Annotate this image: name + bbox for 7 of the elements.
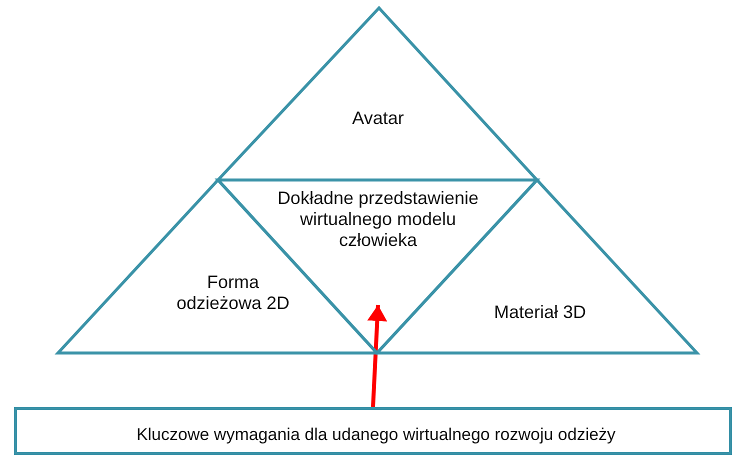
requirements-text: Kluczowe wymagania dla udanego wirtualnego rozwoju odzieży <box>135 424 617 445</box>
arrow <box>367 304 388 408</box>
section-label: Forma odzieżowa 2D <box>175 272 291 314</box>
section-label: Materiał 3D <box>492 302 588 323</box>
requirements-box <box>14 407 732 455</box>
section-label: Avatar <box>351 108 405 129</box>
section-label: Dokładne przedstawienie wirtualnego modelu człowieka <box>276 188 480 251</box>
